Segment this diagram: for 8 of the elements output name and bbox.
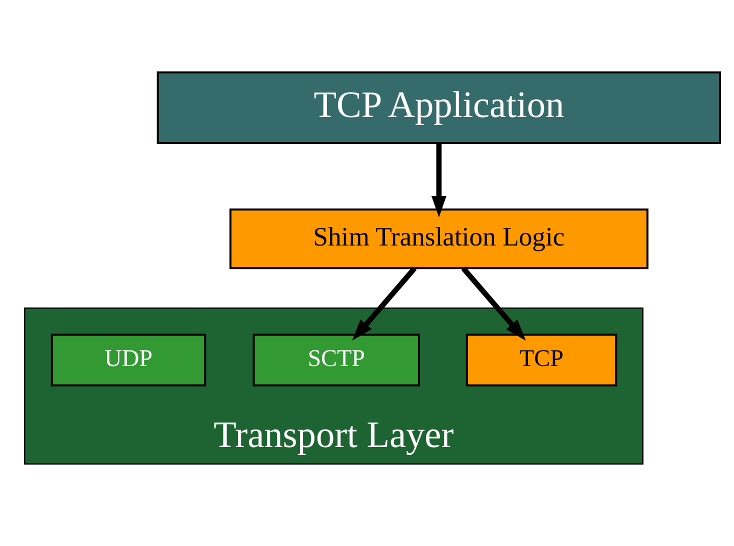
- node-box: Shim Translation Logic: [229, 208, 648, 269]
- node-box: TCP Application: [156, 70, 722, 144]
- arrow: [352, 266, 417, 340]
- node-box: TCP: [466, 333, 618, 386]
- arrow: [461, 266, 526, 340]
- arrow: [431, 142, 446, 217]
- node-box: UDP: [50, 333, 206, 386]
- node-box: SCTP: [252, 333, 420, 386]
